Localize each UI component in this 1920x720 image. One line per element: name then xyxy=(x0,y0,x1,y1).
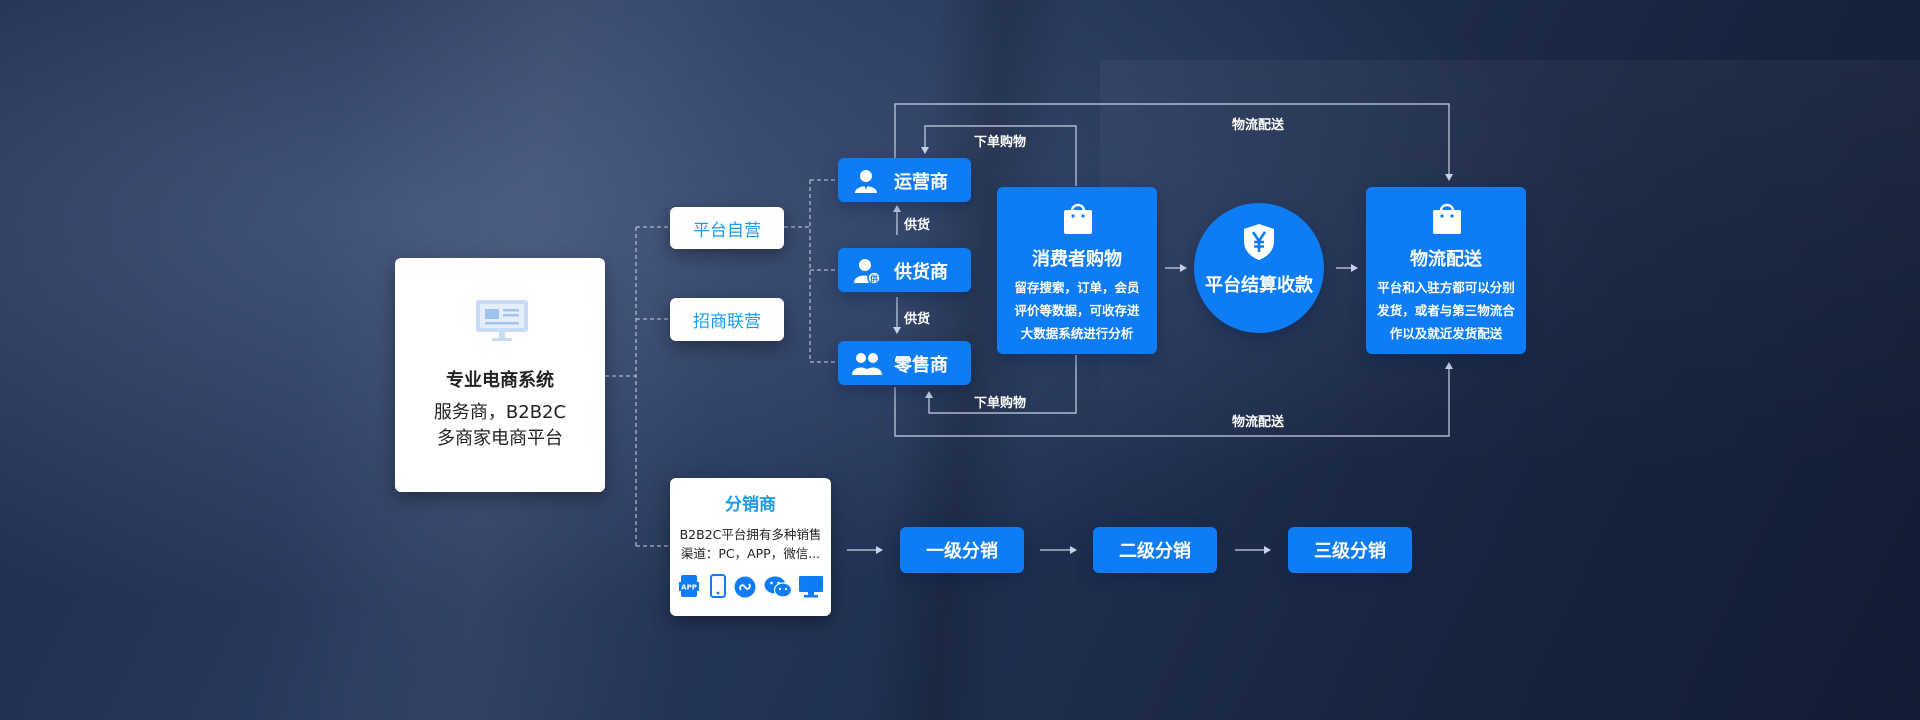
merchant-alliance-label: 招商联营 xyxy=(693,312,761,332)
monitor-icon xyxy=(475,298,529,342)
settlement-circle: 平台结算收款 xyxy=(1194,203,1324,333)
logistics-desc-line: 平台和入驻方都可以分别 xyxy=(1377,280,1515,295)
distributor-desc-line: B2B2C平台拥有多种销售 xyxy=(679,527,822,542)
supplier-person-icon: 供 xyxy=(854,257,881,289)
pc-icon xyxy=(799,576,823,602)
main-description: 多商家电商平台 xyxy=(437,428,563,449)
mobile-icon xyxy=(710,574,726,602)
svg-text:供: 供 xyxy=(869,274,878,284)
logistics-desc-line: 作以及就近发货配送 xyxy=(1389,326,1503,341)
level2-label: 二级分销 xyxy=(1119,541,1191,562)
logistics-card: 物流配送 平台和入驻方都可以分别 发货，或者与第三物流合 作以及就近发货配送 xyxy=(1366,187,1526,354)
distributor-card: 分销商 B2B2C平台拥有多种销售 渠道：PC，APP，微信... APP xyxy=(670,478,831,616)
merchant-alliance-button[interactable]: 招商联营 xyxy=(670,298,784,341)
consumer-desc-line: 留存搜索，订单，会员 xyxy=(1014,280,1140,295)
level3-distribution-button[interactable]: 三级分销 xyxy=(1288,527,1412,573)
operator-label: 运营商 xyxy=(894,172,948,193)
main-title: 专业电商系统 xyxy=(446,370,554,391)
shopping-bag-icon xyxy=(1062,201,1094,239)
main-platform-card: 专业电商系统 服务商，B2B2C 多商家电商平台 xyxy=(395,258,605,492)
consumer-desc-line: 大数据系统进行分析 xyxy=(1020,326,1134,341)
retailer-button[interactable]: 零售商 xyxy=(838,341,971,385)
app-icon: APP xyxy=(679,574,699,602)
yen-shield-icon xyxy=(1243,223,1275,265)
settlement-title: 平台结算收款 xyxy=(1205,275,1313,296)
level1-label: 一级分销 xyxy=(926,541,998,562)
group-icon xyxy=(852,350,882,380)
level2-distribution-button[interactable]: 二级分销 xyxy=(1093,527,1217,573)
supplier-button[interactable]: 供 供货商 xyxy=(838,248,971,292)
order-label-top: 下单购物 xyxy=(974,135,1027,150)
main-subtitle: 服务商，B2B2C xyxy=(433,402,567,423)
logistics-title: 物流配送 xyxy=(1410,249,1482,270)
supply-label-1: 供货 xyxy=(904,218,931,233)
distributor-title: 分销商 xyxy=(725,495,776,515)
logistics-desc-line: 发货，或者与第三物流合 xyxy=(1377,303,1515,318)
self-operated-button[interactable]: 平台自营 xyxy=(670,207,784,249)
wechat-icon xyxy=(764,575,793,603)
mini-program-icon xyxy=(734,576,756,602)
person-icon xyxy=(854,168,878,198)
logistics-label-bottom: 物流配送 xyxy=(1232,415,1285,430)
consumer-title: 消费者购物 xyxy=(1032,249,1122,270)
consumer-card: 消费者购物 留存搜索，订单，会员 评价等数据，可收存进 大数据系统进行分析 xyxy=(997,187,1157,354)
level1-distribution-button[interactable]: 一级分销 xyxy=(900,527,1024,573)
supply-label-2: 供货 xyxy=(904,312,931,327)
self-operated-label: 平台自营 xyxy=(693,220,761,241)
logistics-label-top: 物流配送 xyxy=(1232,118,1285,133)
consumer-desc-line: 评价等数据，可收存进 xyxy=(1014,303,1140,318)
retailer-label: 零售商 xyxy=(894,355,948,376)
supplier-label: 供货商 xyxy=(894,262,948,283)
level3-label: 三级分销 xyxy=(1314,541,1386,562)
distributor-desc-line: 渠道：PC，APP，微信... xyxy=(680,546,821,561)
app-icon-text: APP xyxy=(681,584,697,592)
order-label-bottom: 下单购物 xyxy=(974,396,1027,411)
operator-button[interactable]: 运营商 xyxy=(838,158,971,202)
shopping-bag-icon xyxy=(1431,201,1463,239)
